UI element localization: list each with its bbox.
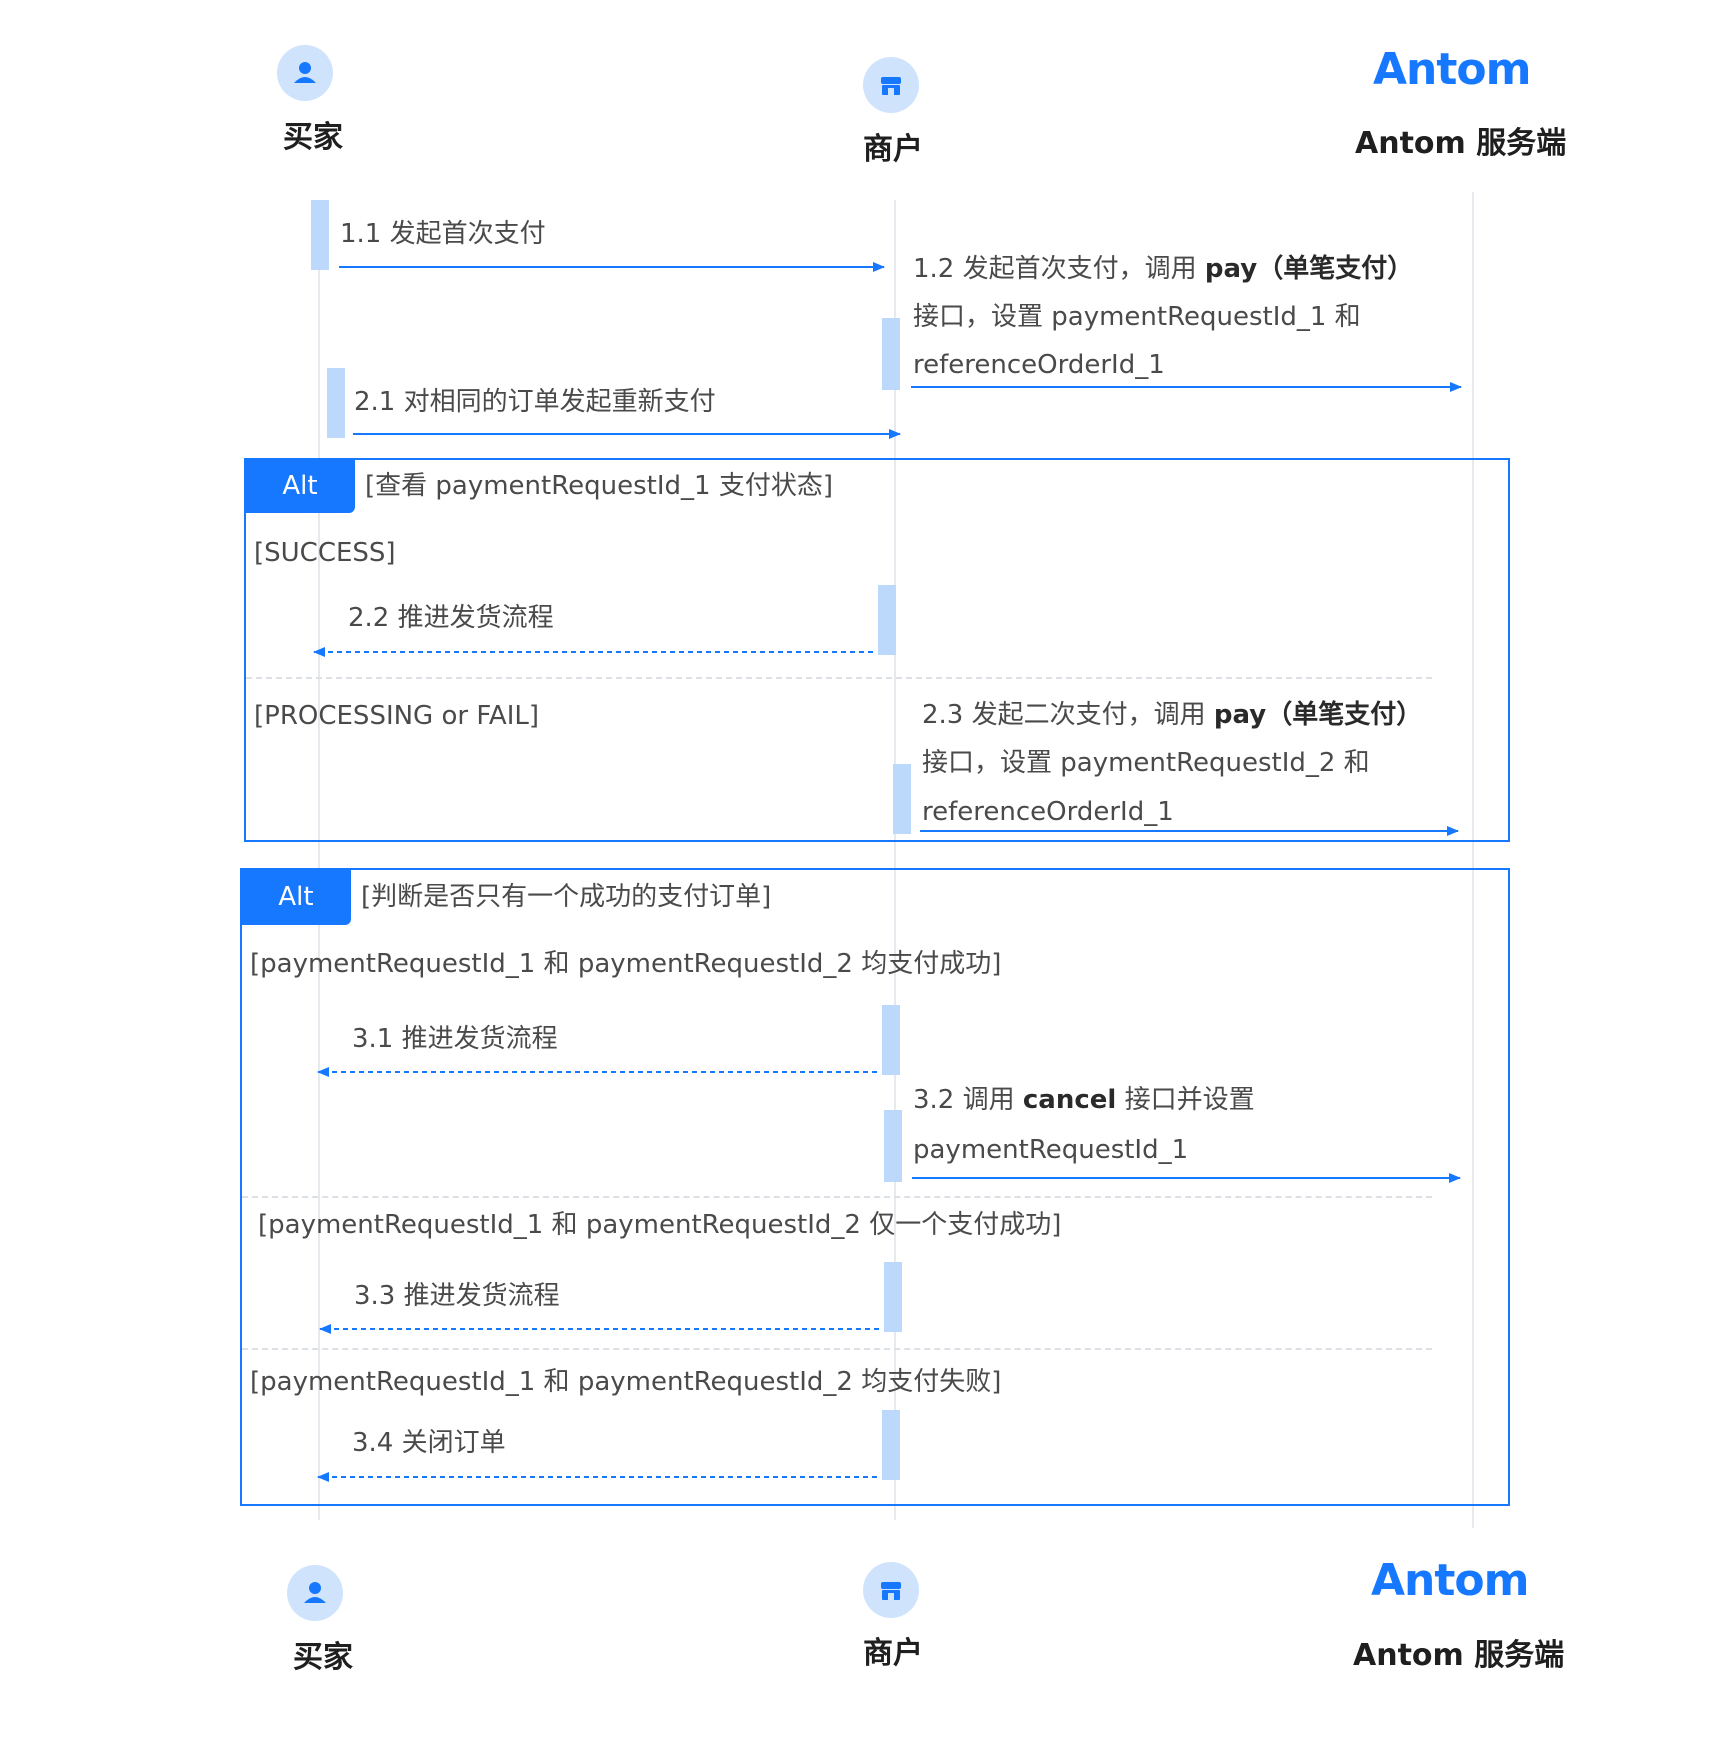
antom-logo-bottom: Antom — [1371, 1555, 1529, 1606]
merchant-avatar-bottom — [863, 1562, 919, 1618]
message-1-2-text: 1.2 发起首次支付，调用 — [913, 254, 1205, 284]
alt1-separator — [246, 677, 1432, 679]
message-2-3-line2: 接口，设置 paymentRequestId_2 和 — [922, 748, 1370, 778]
alt2-guard-both-success: [paymentRequestId_1 和 paymentRequestId_2… — [250, 949, 1002, 979]
participant-buyer-top: 买家 — [283, 120, 343, 155]
participant-buyer-bottom: 买家 — [293, 1640, 353, 1675]
activation-bar — [882, 1410, 900, 1480]
message-3-2-line2: paymentRequestId_1 — [913, 1135, 1189, 1165]
message-1-1-label: 1.1 发起首次支付 — [340, 219, 546, 249]
message-2-3-api: pay（单笔支付） — [1213, 700, 1423, 730]
alt-tab-2: Alt — [241, 869, 351, 925]
message-2-2-label: 2.2 推进发货流程 — [348, 603, 554, 633]
alt1-condition: [查看 paymentRequestId_1 支付状态] — [365, 471, 833, 501]
alt-frame-2 — [240, 868, 1510, 1506]
participant-antom-bottom: Antom 服务端 — [1353, 1638, 1565, 1673]
user-icon — [294, 62, 316, 83]
alt2-guard-one-success: [paymentRequestId_1 和 paymentRequestId_2… — [258, 1210, 1062, 1240]
activation-bar — [884, 1110, 902, 1182]
message-2-3-line3: referenceOrderId_1 — [922, 797, 1174, 827]
message-1-2-line3: referenceOrderId_1 — [913, 350, 1165, 380]
message-1-2-api: pay（单笔支付） — [1204, 254, 1414, 284]
message-3-2-label: 3.2 调用 cancel 接口并设置 — [913, 1087, 1255, 1113]
activation-bar — [327, 368, 345, 438]
alt-tab-1: Alt — [245, 459, 355, 513]
alt-frame-1 — [244, 458, 1510, 842]
activation-bar — [882, 1005, 900, 1075]
alt1-guard-processing: [PROCESSING or FAIL] — [254, 701, 539, 731]
activation-bar — [884, 1262, 902, 1332]
message-2-1-label: 2.1 对相同的订单发起重新支付 — [354, 387, 716, 417]
activation-bar — [893, 764, 911, 834]
participant-merchant-bottom: 商户 — [863, 1636, 923, 1671]
activation-bar — [878, 585, 896, 655]
message-1-2-label: 1.2 发起首次支付，调用 pay（单笔支付） — [913, 256, 1413, 282]
buyer-avatar-top — [277, 45, 333, 101]
store-icon — [881, 77, 901, 95]
message-2-3-label: 2.3 发起二次支付，调用 pay（单笔支付） — [922, 702, 1422, 728]
message-2-3-text: 2.3 发起二次支付，调用 — [922, 700, 1214, 730]
antom-logo-top: Antom — [1373, 44, 1531, 95]
message-3-1-label: 3.1 推进发货流程 — [352, 1024, 558, 1054]
alt1-guard-success: [SUCCESS] — [254, 538, 396, 568]
buyer-avatar-bottom — [287, 1565, 343, 1621]
merchant-avatar-top — [863, 57, 919, 113]
alt2-separator-2 — [242, 1348, 1432, 1350]
message-3-3-label: 3.3 推进发货流程 — [354, 1281, 560, 1311]
participant-merchant-top: 商户 — [863, 132, 923, 167]
alt2-condition: [判断是否只有一个成功的支付订单] — [361, 882, 772, 912]
activation-bar — [882, 318, 900, 390]
message-3-2-api: cancel — [1022, 1085, 1117, 1115]
lifeline-merchant — [894, 200, 896, 1520]
activation-bar — [311, 200, 329, 270]
store-icon — [881, 1582, 901, 1600]
participant-antom-top: Antom 服务端 — [1355, 126, 1567, 161]
alt2-guard-both-fail: [paymentRequestId_1 和 paymentRequestId_2… — [250, 1367, 1002, 1397]
alt2-separator-1 — [242, 1196, 1432, 1198]
lifeline-antom — [1472, 192, 1474, 1528]
message-3-2-text: 3.2 调用 — [913, 1085, 1023, 1115]
user-icon — [304, 1582, 326, 1603]
message-3-4-label: 3.4 关闭订单 — [352, 1428, 506, 1458]
message-1-2-line2: 接口，设置 paymentRequestId_1 和 — [913, 302, 1361, 332]
lifeline-buyer — [318, 200, 320, 1520]
message-3-2-text-tail: 接口并设置 — [1116, 1085, 1255, 1115]
